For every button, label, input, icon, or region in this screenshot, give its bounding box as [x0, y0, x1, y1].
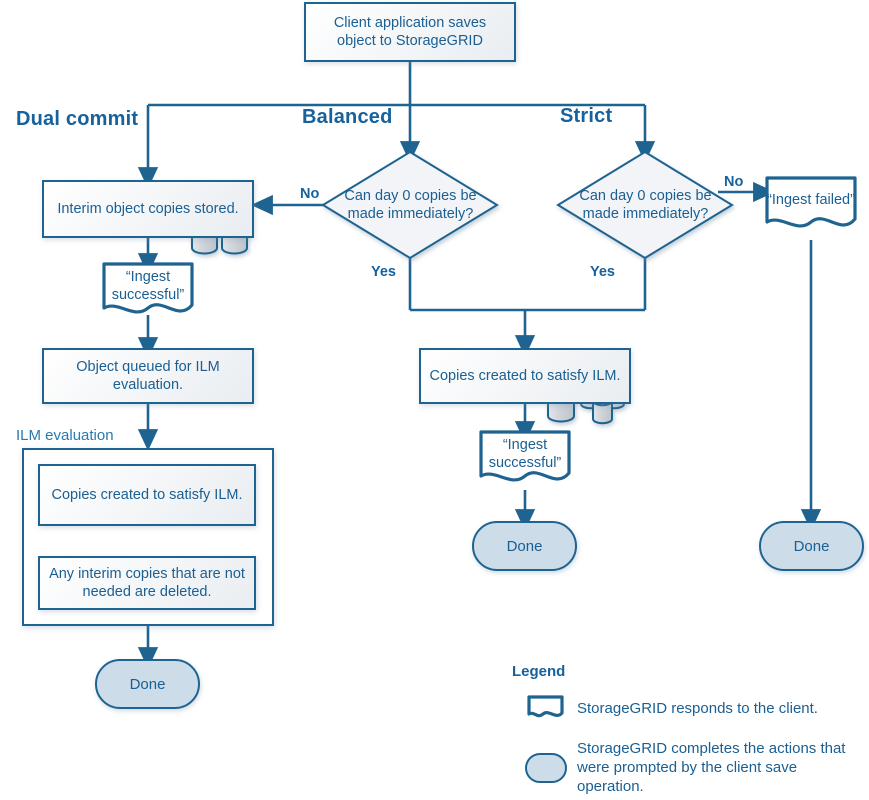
decision-balanced-label: Can day 0 copies be made immediately?	[344, 188, 477, 222]
interim-copies-node[interactable]: Interim object copies stored.	[42, 180, 254, 238]
done-right-label: Done	[793, 537, 830, 555]
copies-created-left-node[interactable]: Copies created to satisfy ILM.	[38, 464, 256, 526]
label-strict-yes: Yes	[590, 264, 615, 280]
decision-strict-label: Can day 0 copies be made immediately?	[579, 188, 712, 222]
ingest-successful-left-label: “Ingest successful”	[111, 269, 185, 303]
ingest-successful-middle-label: “Ingest successful”	[488, 437, 562, 471]
start-node-label: Client application saves object to Stora…	[333, 14, 487, 49]
object-queued-label: Object queued for ILM evaluation.	[76, 358, 220, 393]
start-node[interactable]: Client application saves object to Stora…	[304, 2, 516, 62]
done-middle-node[interactable]: Done	[472, 521, 577, 571]
interim-deleted-label: Any interim copies that are not needed a…	[49, 565, 245, 600]
done-left-label: Done	[129, 675, 166, 693]
label-balanced-yes: Yes	[371, 264, 396, 280]
interim-copies-label: Interim object copies stored.	[57, 200, 239, 217]
label-balanced-no: No	[300, 186, 320, 202]
legend-item-1-text: StorageGRID completes the actions that w…	[577, 740, 846, 796]
heading-strict: Strict	[560, 105, 613, 127]
ilm-evaluation-label: ILM evaluation	[16, 427, 114, 444]
ingest-failed-label: “Ingest failed”	[767, 192, 855, 209]
interim-deleted-node[interactable]: Any interim copies that are not needed a…	[38, 556, 256, 610]
heading-dual-commit: Dual commit	[16, 108, 139, 130]
legend-title: Legend	[512, 663, 566, 680]
legend-document-icon	[527, 695, 564, 718]
copies-created-left-label: Copies created to satisfy ILM.	[51, 486, 243, 503]
done-right-node[interactable]: Done	[759, 521, 864, 571]
copies-created-middle-label: Copies created to satisfy ILM.	[429, 367, 621, 384]
object-queued-node[interactable]: Object queued for ILM evaluation.	[42, 348, 254, 404]
done-left-node[interactable]: Done	[95, 659, 200, 709]
legend-item-0-text: StorageGRID responds to the client.	[577, 700, 818, 717]
heading-balanced: Balanced	[302, 106, 393, 128]
copies-created-middle-node[interactable]: Copies created to satisfy ILM.	[419, 348, 631, 404]
done-middle-label: Done	[506, 537, 543, 555]
legend-rounded-icon	[525, 753, 567, 783]
label-strict-no: No	[724, 174, 744, 190]
